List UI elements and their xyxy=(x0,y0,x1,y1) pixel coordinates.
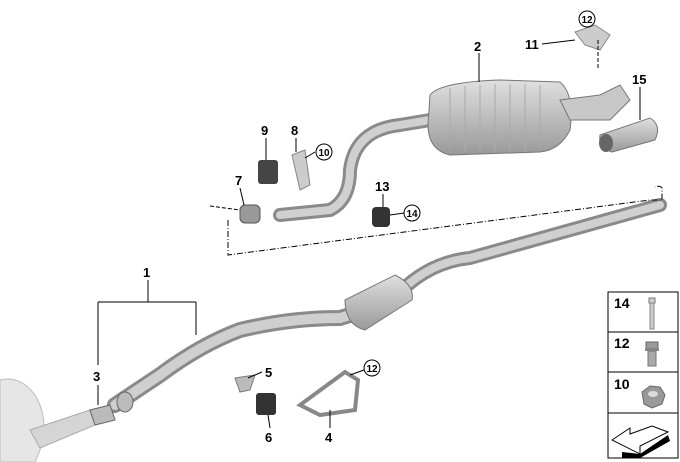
legend-number-12: 12 xyxy=(614,335,630,351)
callout-12-top[interactable]: 12 xyxy=(581,15,593,26)
engine-catalyst-housing xyxy=(0,378,96,462)
flange-bolt-icon xyxy=(645,341,659,367)
callout-2[interactable]: 2 xyxy=(474,39,481,54)
leader-lines xyxy=(97,39,641,429)
legend-number-14: 14 xyxy=(614,295,630,311)
arrow-icon xyxy=(611,425,670,458)
callout-9[interactable]: 9 xyxy=(261,123,268,138)
callout-7[interactable]: 7 xyxy=(235,173,242,188)
callout-11[interactable]: 11 xyxy=(525,37,539,52)
callout-12-bottom[interactable]: 12 xyxy=(366,364,378,375)
hanger-parts xyxy=(89,24,611,426)
callout-3[interactable]: 3 xyxy=(93,369,100,384)
callout-13[interactable]: 13 xyxy=(375,179,389,194)
fastener-legend-panel: 14 12 10 xyxy=(607,291,679,459)
legend-number-10: 10 xyxy=(614,376,630,392)
callout-10[interactable]: 10 xyxy=(318,148,330,159)
callout-5[interactable]: 5 xyxy=(265,365,272,380)
callout-14[interactable]: 14 xyxy=(406,209,418,220)
callout-4[interactable]: 4 xyxy=(325,430,333,445)
callout-8[interactable]: 8 xyxy=(291,123,298,138)
hex-nut-icon xyxy=(641,385,666,409)
callout-6[interactable]: 6 xyxy=(265,430,272,445)
rear-silencer-assembly xyxy=(273,79,659,222)
front-pipe-assembly xyxy=(107,198,667,413)
assembly-connector-line xyxy=(227,185,663,256)
bolt-icon xyxy=(648,297,656,330)
callout-1[interactable]: 1 xyxy=(143,265,150,280)
callout-15[interactable]: 15 xyxy=(632,72,646,87)
